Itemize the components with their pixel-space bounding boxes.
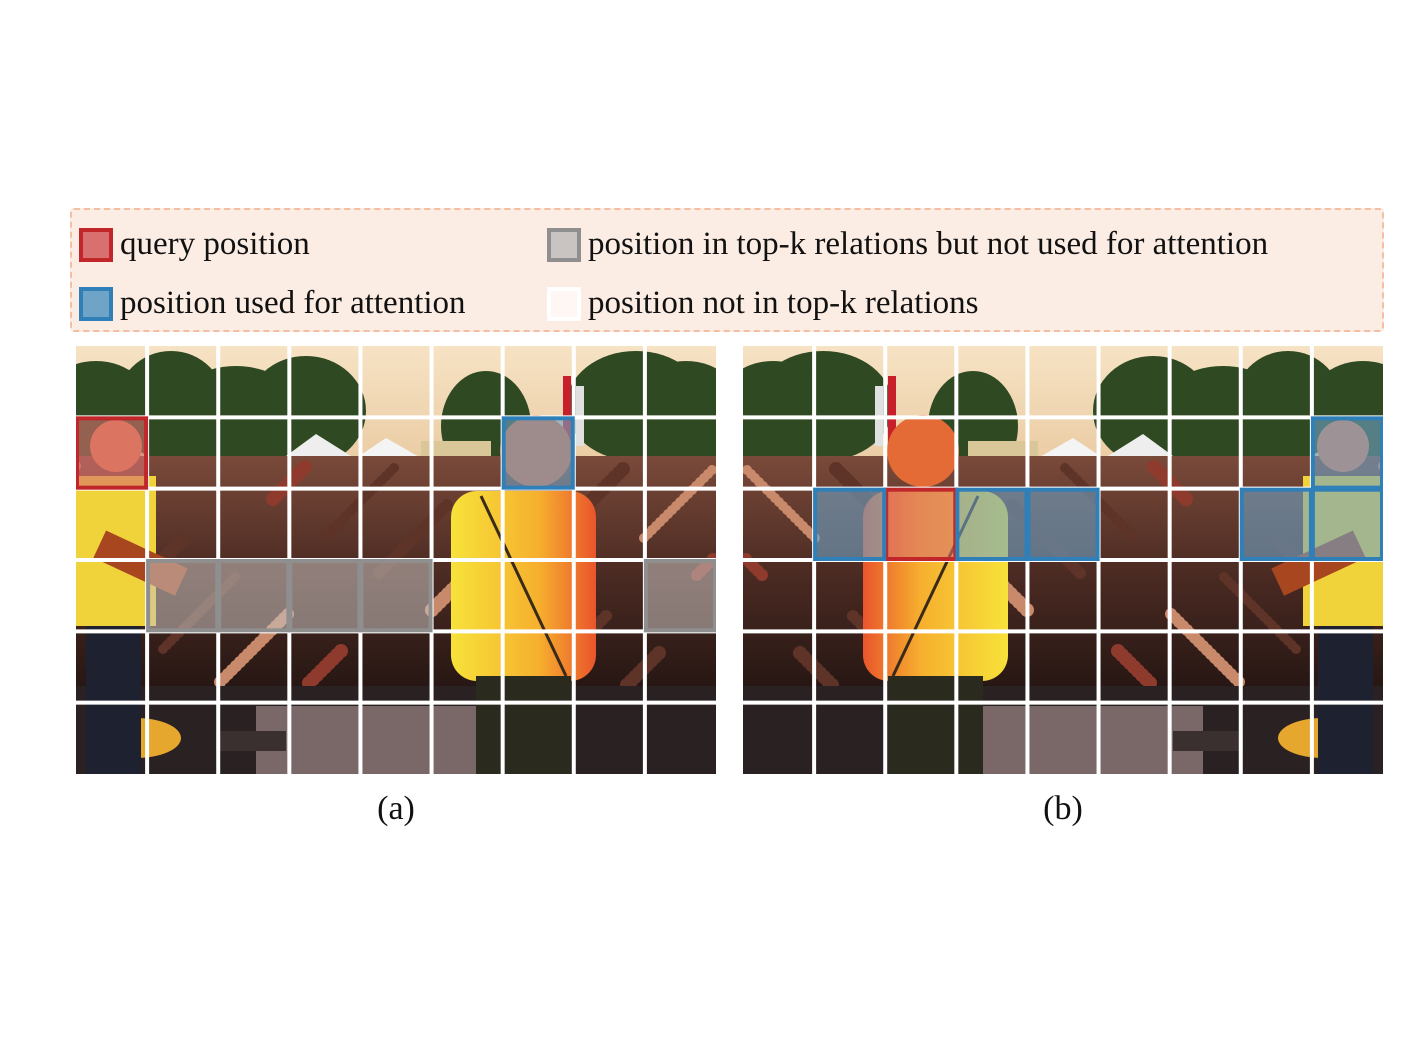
legend-item-empty: position not in top-k relations <box>547 285 978 322</box>
cell-highlight-gray <box>643 559 716 633</box>
cell-highlight-blue <box>1310 416 1383 490</box>
cell-highlight-gray <box>359 559 433 633</box>
cell-highlight-blue <box>1026 487 1100 562</box>
cell-highlight-gray <box>146 559 220 633</box>
caption-a: (a) <box>377 790 415 827</box>
cell-highlight-gray <box>217 559 291 633</box>
blue-swatch-icon <box>79 286 113 321</box>
gray-swatch-icon <box>547 227 581 262</box>
cell-highlight-gray <box>288 559 362 633</box>
cell-highlight-query <box>884 487 958 562</box>
cell-highlight-blue <box>1239 487 1313 562</box>
cell-highlight-blue <box>955 487 1029 562</box>
legend-label-gray: position in top-k relations but not used… <box>588 226 1269 262</box>
legend-item-query: query position <box>79 226 310 263</box>
legend-label-blue: position used for attention <box>120 285 466 321</box>
legend-item-blue: position used for attention <box>79 285 466 322</box>
empty-swatch-icon <box>547 286 581 321</box>
panel-b <box>743 346 1383 774</box>
legend-item-gray: position in top-k relations but not used… <box>547 226 1268 263</box>
panel-a-image <box>76 346 716 774</box>
cell-highlight-blue <box>813 487 887 562</box>
cell-highlight-query <box>76 416 149 490</box>
query-swatch-icon <box>79 227 113 262</box>
cell-highlight-blue <box>1310 487 1383 562</box>
legend-label-empty: position not in top-k relations <box>588 285 979 321</box>
panel-b-image <box>743 346 1383 774</box>
legend-box: query position position in top-k relatio… <box>70 208 1384 332</box>
legend-label-query: query position <box>120 226 310 262</box>
cell-highlight-blue <box>501 416 575 490</box>
caption-b: (b) <box>1043 790 1083 827</box>
panel-a <box>76 346 716 774</box>
